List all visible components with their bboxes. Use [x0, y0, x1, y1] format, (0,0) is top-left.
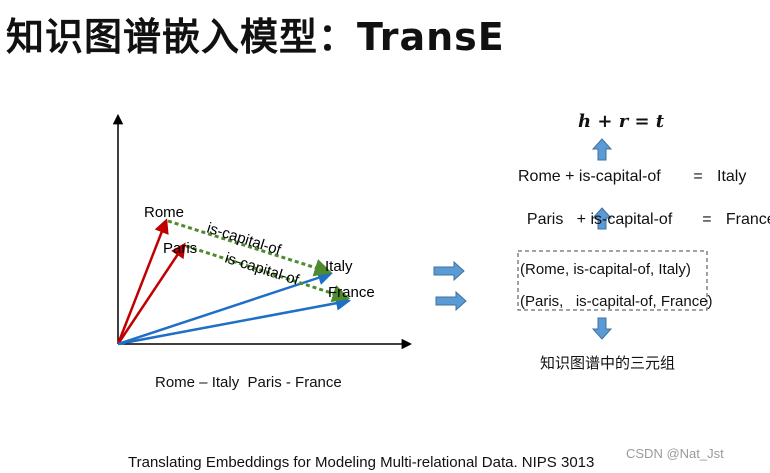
right-arrow-icon — [433, 260, 465, 282]
equation-rome: Rome + is-capital-of = Italy — [518, 166, 746, 188]
transe-formula: h + r = t — [578, 111, 665, 132]
vector-paris — [116, 242, 186, 345]
triples-box — [517, 250, 708, 311]
up-arrow-icon — [591, 207, 613, 230]
equation-lhs: Rome + is-capital-of — [518, 168, 661, 185]
equation-op: = — [693, 168, 703, 185]
label-france: France — [328, 284, 375, 301]
label-italy: Italy — [325, 258, 353, 275]
vector-france — [117, 295, 351, 346]
label-rome: Rome — [144, 204, 184, 221]
label-relation-paris-france: is-capital-of — [223, 250, 302, 290]
slide-title: 知识图谱嵌入模型：TransE — [6, 15, 505, 59]
equation-paris: Paris + is-capital-of = France — [518, 187, 770, 231]
triple-rome: (Rome, is-capital-of, Italy) — [520, 261, 691, 278]
citation: Translating Embeddings for Modeling Mult… — [128, 454, 595, 471]
right-arrow-icon — [435, 290, 467, 312]
label-paris: Paris — [163, 240, 197, 257]
csdn-watermark: CSDN @Nat_Jst — [626, 446, 724, 461]
equation-rhs: France — [725, 211, 770, 228]
relation-paris-france — [185, 244, 351, 303]
vector-italy — [117, 270, 333, 346]
label-relation-rome-italy: is-capital-of — [205, 220, 284, 260]
equation-op: = — [702, 211, 712, 228]
equation-rhs: Italy — [717, 168, 747, 185]
relation-rome-italy — [167, 219, 333, 277]
vector-rome — [116, 218, 169, 345]
triples-caption: 知识图谱中的三元组 — [540, 354, 676, 372]
equation-lhs: Paris + is-capital-of — [526, 211, 673, 228]
down-arrow-icon — [591, 317, 613, 340]
diagram-caption: Rome – Italy Paris - France — [155, 374, 342, 391]
up-arrow-icon — [591, 138, 613, 161]
triple-paris: (Paris, is-capital-of, France) — [520, 293, 713, 310]
